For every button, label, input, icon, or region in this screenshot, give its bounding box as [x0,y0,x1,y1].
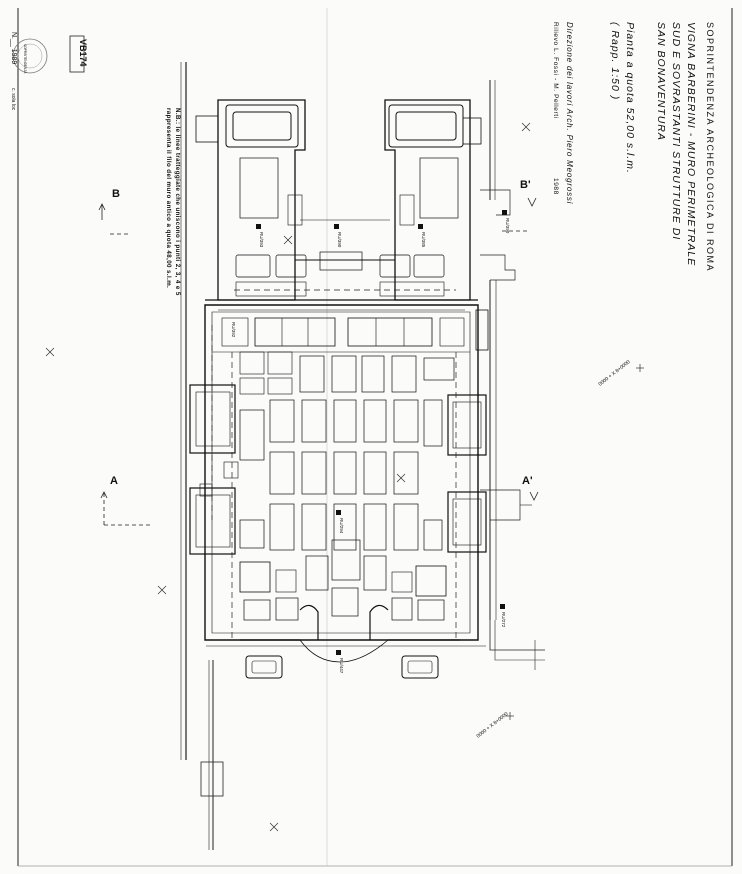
note-line-1: N.B.: le linee tratteggiate che uniscono… [174,108,181,296]
plan-level-text: Pianta a quota 52,00 s.l.m. [624,22,636,174]
svg-text:SOPRINTENDENZA: SOPRINTENDENZA [23,44,27,74]
title-block: SOPRINTENDENZA ARCHEOLOGICA DI ROMA VIGN… [552,22,715,272]
svg-text:VB174: VB174 [78,39,88,67]
note-line-2: rappresenta il filo del muro antico a qu… [165,108,172,288]
survey-crosses [45,122,644,832]
section-a-right-label: A' [522,475,533,487]
institution-text: SOPRINTENDENZA ARCHEOLOGICA DI ROMA [705,22,715,272]
grid-label-1: 0000 + X 8+0000 [598,359,632,387]
dashed-lines [211,289,457,640]
room-marker-icons [256,210,507,655]
project-line-1: VIGNA BARBERINI - MURO PERIMETRALE [685,22,697,266]
corner-annotation-2: c. sola loc [10,88,16,111]
project-line-3: SAN BONAVENTURA [655,22,667,141]
sheet-code: VB174 [69,35,88,73]
corner-annotation: N.__ 1989 [10,32,17,64]
room-label: RU/392 [231,322,236,338]
room-label: RU/294 [339,518,344,534]
year-text: 1988 [552,178,559,195]
room-label: RU/390 [337,232,342,248]
section-b-right-label: B' [520,179,531,191]
room-label: RU/447 [339,658,344,674]
direction-text: Direzione dei lavori Arch. Piero Meogros… [565,22,574,204]
grid-label-2: 0000 + X 8+0000 [476,711,510,739]
stamp: SOPRINTENDENZA [12,38,48,74]
room-label: RU/385 [421,232,426,248]
section-b-left-label: B [112,188,120,200]
site-boundaries [180,62,545,850]
section-marker-b: B B' [98,179,537,235]
section-a-left-label: A [110,475,118,487]
room-labels: RU/393 RU/390 RU/385 RU/390 RU/294 RU/44… [231,218,510,674]
main-building [189,99,489,679]
room-label: RU/390 [505,218,510,234]
note-block: N.B.: le linee tratteggiate che uniscono… [165,108,181,296]
room-label: RU/393 [259,232,264,248]
surveyors-text: Rilievo L. Fossi - M. Pellerti [552,22,559,119]
project-line-2: SUD E SOVRASTANTI STRUTTURE DI [670,22,682,240]
room-label: RU/272 [501,612,506,628]
section-marker-a: A A' [100,475,539,526]
scale-text: ( Rapp. 1:50 ) [609,22,621,100]
